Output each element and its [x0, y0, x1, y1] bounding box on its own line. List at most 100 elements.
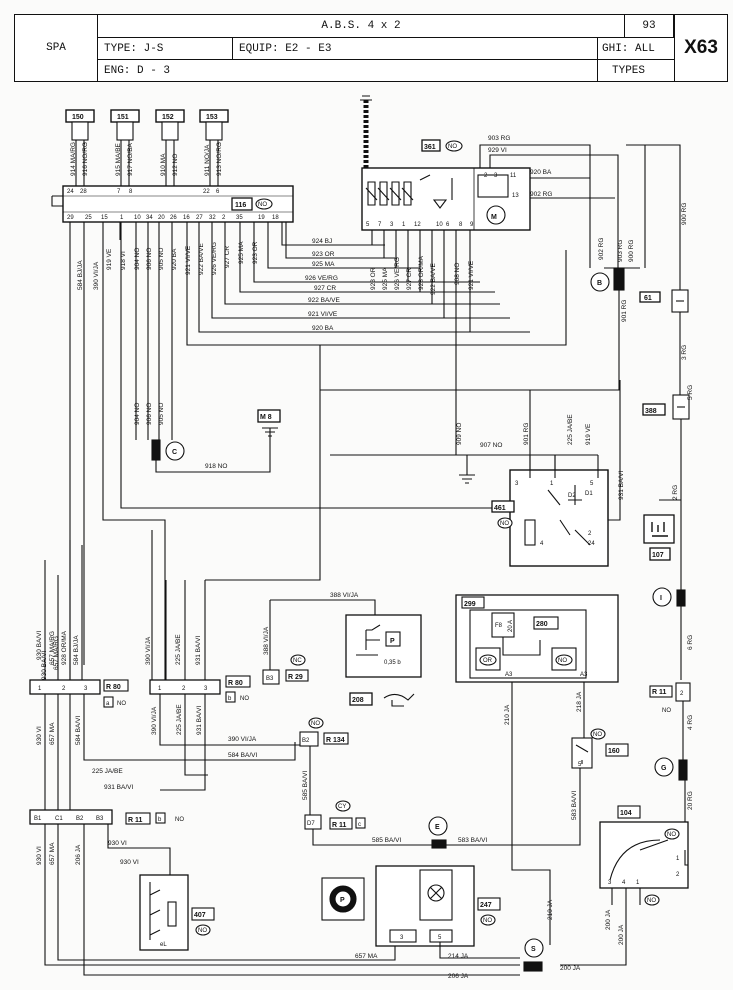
bus-924-label: 924 BJ [312, 238, 332, 245]
wire-900rg-b: 900 RG [681, 203, 688, 225]
bus-920-label: 920 BA [312, 325, 334, 332]
wire-4rg: 4 RG [687, 715, 694, 730]
wire-914-label: 914 MA/RG [70, 142, 77, 176]
fusebox-299: 299 F8 20 A 280 OR A3 NO A3 [455, 594, 619, 683]
wire-909: 909 NO [456, 423, 463, 445]
ecu-pin: 8 [129, 189, 133, 195]
fuse-388-label: 388 [645, 408, 657, 415]
wire-905-label: 905 NO [158, 248, 165, 270]
wire-931-r80b: 931 BA/VI [195, 636, 202, 665]
pin: B2 [76, 816, 84, 822]
badge-no: NO [311, 721, 320, 727]
ecu-pin: 19 [258, 215, 265, 221]
bus-927-label: 927 CR [314, 285, 336, 292]
connector-152-label: 152 [162, 114, 174, 121]
wire-657ma-c: 657 MA [355, 953, 378, 960]
ecu-pin: 25 [85, 215, 92, 221]
wire-200ja: 200 JA [560, 965, 581, 972]
lamp-unit-label: 247 [480, 902, 492, 909]
wire-585-horiz: 585 BA/VI [372, 837, 401, 844]
wire-225-r80b: 225 JA/BE [175, 634, 182, 665]
mod-wire-903: 903 RG [488, 135, 510, 142]
wire-919-relay: 919 VE [585, 423, 592, 445]
connector-r134: B2 R 134 NO [299, 717, 349, 747]
ref-c: c [358, 822, 361, 828]
ref-a: a [106, 701, 110, 707]
wire-585-vert: 585 BA/VI [302, 771, 309, 800]
wire-919-label: 919 VE [106, 248, 113, 270]
wire-225-horiz: 225 JA/BE [92, 768, 123, 775]
types-label: TYPES [612, 64, 646, 77]
fusebox-label: 299 [464, 601, 476, 608]
connector-151: 151 [110, 109, 140, 141]
wire-225-b: 225 JA/BE [176, 704, 183, 735]
svg-text:1: 1 [550, 481, 554, 487]
warning-407-label: 407 [194, 912, 206, 919]
wire-218-vert: 218 JA [576, 691, 583, 712]
ecu-116: 116 NO 24 28 7 8 22 6 29 25 15 1 10 34 2… [51, 185, 294, 223]
splice-e: E [428, 816, 448, 849]
wire-583-horiz: 583 BA/VI [458, 837, 487, 844]
wire-931-horiz: 931 BA/VI [104, 784, 133, 791]
oil-lamp-208: 208 [349, 692, 415, 707]
wire-904-c: 904 NO [134, 403, 141, 425]
pin: 2 [676, 872, 680, 878]
wire-916-label: 916 NO/RG [82, 142, 89, 176]
wire-930-r80: 930 BA/VI [36, 631, 43, 660]
pin: 4 [622, 880, 626, 886]
type-label: TYPE: J-S [104, 42, 164, 55]
svg-text:24: 24 [588, 541, 595, 547]
splice-e-label: E [435, 824, 440, 831]
svg-text:OR: OR [483, 658, 493, 664]
handbrake-icon: P [321, 877, 365, 921]
wire-206ja-a: 206 JA [75, 844, 82, 865]
warning-unit-407: eL 407 NO [139, 874, 215, 951]
fuse-f8-label: F8 [495, 623, 503, 629]
wire-584-r80: 584 BJ/JA [73, 635, 80, 665]
wire-923-label: 923 OR [252, 241, 259, 264]
wire-206ja-b: 206 JA [448, 973, 469, 980]
connector-153-label: 153 [206, 114, 218, 121]
svg-text:3: 3 [515, 481, 519, 487]
pin: 1 [636, 880, 640, 886]
wire-584-a: 584 BA/VI [75, 716, 82, 745]
ecu-pin: 18 [272, 215, 279, 221]
svg-text:2: 2 [588, 531, 592, 537]
pin: 3 [84, 686, 88, 692]
wire-911-label: 911 NO/JA [204, 144, 211, 176]
ecu-pin: 15 [101, 215, 108, 221]
ground-m8-label: M 8 [260, 414, 272, 421]
svg-text:M: M [491, 214, 497, 221]
wire-915-label: 915 MA/BE [115, 142, 122, 176]
wire-583-vert: 583 BA/VI [571, 791, 578, 820]
svg-text:2: 2 [484, 173, 488, 179]
splice-b: B [590, 272, 610, 292]
wire-913-label: 913 NO/RG [216, 142, 223, 176]
ecu-pin: 10 [134, 215, 141, 221]
badge-no: NO [240, 696, 249, 702]
mod-wire-920: 920 BA [530, 169, 552, 176]
svg-text:10: 10 [436, 222, 443, 228]
mod-wire-926: 926 VE/RG [394, 257, 401, 290]
ref-r11c: R 11 [652, 689, 667, 696]
pin: 1 [676, 856, 680, 862]
wire-20rg: 20 RG [687, 791, 694, 810]
ref-r11a: R 11 [332, 822, 347, 829]
mod-wire-922: 922 BA/VE [430, 263, 437, 295]
ecu-note-badge: NO [258, 202, 267, 208]
ref-r29: R 29 [288, 674, 303, 681]
ecu-number: 116 [235, 202, 246, 209]
maker-label: SPA [46, 42, 66, 54]
lamp-unit-247: 3 5 247 NO [375, 865, 501, 947]
switch-160: 5 160 NO [571, 728, 629, 769]
mod-wire-923: 923 OR [370, 267, 377, 290]
svg-text:3: 3 [494, 173, 498, 179]
ecu-pin: 29 [67, 215, 74, 221]
ecu-pin: 2 [222, 215, 226, 221]
connector-r80b: 1 2 3 R 80 b NO [149, 675, 251, 703]
page-number: 93 [642, 20, 656, 32]
wire-925-label: 925 MA [238, 241, 245, 264]
wire-903rg: 903 RG [617, 240, 624, 262]
